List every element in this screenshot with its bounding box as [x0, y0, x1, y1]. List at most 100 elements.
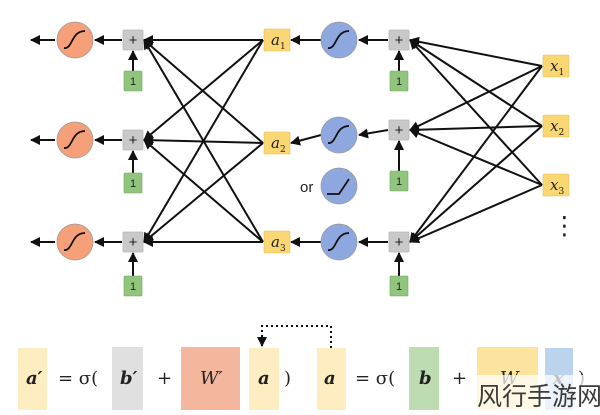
sigmoid-curve-icon [63, 130, 86, 149]
w-prime-symbol: W′ [200, 368, 223, 389]
watermark-text: 风行手游网 [477, 382, 600, 411]
node-label-background [263, 131, 291, 155]
blue-neuron-to-hidden-2 [290, 134, 322, 146]
node-label-background [542, 114, 570, 138]
watermark-background [466, 375, 600, 415]
a-prime-symbol: a′ [26, 368, 43, 389]
input-1-to-right-sum-3 [409, 65, 543, 243]
sum-box-background [388, 29, 410, 51]
blue-sigmoid-neuron-1 [320, 21, 358, 59]
plus-symbol: + [129, 32, 138, 49]
bias-one-label: 1 [396, 76, 402, 88]
hidden-3-to-left-sum-1 [143, 39, 264, 243]
bias-box-background [123, 275, 143, 297]
sum-box-background [388, 119, 410, 141]
input-2-to-right-sum-1 [409, 39, 543, 127]
node-label: x3 [550, 176, 564, 197]
input-3-to-right-sum-3 [409, 184, 543, 244]
w-prime-matrix [181, 347, 240, 410]
plus-symbol: + [129, 234, 138, 251]
left-plus: + [157, 368, 172, 389]
hidden-node-a-2: a2 [263, 131, 291, 155]
node-label: a1 [271, 31, 286, 52]
node-label: x2 [550, 117, 564, 138]
input-node-x-3: x3 [542, 173, 570, 197]
left-bias-node-2: 1 [123, 172, 143, 194]
a-prime-vector [18, 348, 47, 410]
b-symbol: b [419, 368, 432, 389]
left-close-paren: ) [284, 368, 291, 389]
neuron-circle [320, 21, 358, 59]
bias-box-background [123, 70, 143, 92]
sum-box-background [122, 29, 144, 51]
neuron-circle [320, 167, 358, 205]
node-label: x1 [550, 57, 564, 78]
neuron-circle [56, 21, 94, 59]
right-bias-node-1: 1 [389, 70, 409, 92]
left-bias-node-3: 1 [123, 275, 143, 297]
input-ellipsis: ⋮ [552, 211, 577, 240]
plus-symbol: + [129, 132, 138, 149]
sigmoid-curve-icon [63, 30, 86, 49]
sum-box-background [122, 231, 144, 253]
neuron-circle [56, 121, 94, 159]
blue-sigmoid-neuron-3 [320, 223, 358, 261]
sigmoid-curve-icon [327, 30, 350, 49]
or-label: or [300, 179, 313, 196]
relu-curve-icon [327, 178, 350, 195]
bias-box-background [123, 172, 143, 194]
node-label-background [263, 230, 291, 254]
right-bias-node-3: 1 [389, 275, 409, 297]
neuron-circle [320, 223, 358, 261]
node-label: a3 [271, 233, 286, 254]
connections [30, 35, 543, 286]
bias-one-label: 1 [130, 281, 136, 293]
hidden-node-a-1: a1 [263, 28, 291, 52]
neuron-circle [320, 116, 358, 154]
input-2-to-right-sum-3 [409, 125, 543, 243]
sum-box-background [388, 231, 410, 253]
right-sum-node-3: + [388, 231, 410, 253]
sigmoid-curve-icon [327, 232, 350, 251]
hidden-2-to-left-sum-1 [143, 39, 264, 144]
right-plus: + [452, 368, 467, 389]
orange-sigmoid-neuron-2 [56, 121, 94, 159]
input-node-x-2: x2 [542, 114, 570, 138]
bias-one-label: 1 [396, 281, 402, 293]
input-2-to-right-sum-2 [409, 124, 543, 135]
sigmoid-curve-icon [63, 232, 86, 251]
input-node-x-1: x1 [542, 54, 570, 78]
plus-symbol: + [395, 234, 404, 251]
right-sum-node-1: + [388, 29, 410, 51]
left-bias-node-1: 1 [123, 70, 143, 92]
left-equals-sigma: = σ( [58, 368, 98, 389]
orange-sigmoid-neuron-3 [56, 223, 94, 261]
left-sum-node-3: + [122, 231, 144, 253]
input-1-to-right-sum-2 [409, 65, 543, 131]
right-equals-sigma: = σ( [355, 368, 395, 389]
left-sum-node-1: + [122, 29, 144, 51]
node-label-background [542, 54, 570, 78]
input-3-to-right-sum-2 [409, 128, 543, 186]
right-sum-node-2: + [388, 119, 410, 141]
input-1-to-right-sum-1 [409, 36, 543, 67]
b-prime-symbol: b′ [120, 368, 138, 389]
b-prime-vector [112, 347, 143, 410]
sigmoid-curve-icon [327, 125, 350, 144]
hidden-2-to-left-sum-3 [143, 142, 264, 243]
hidden-1-to-left-sum-2 [143, 39, 264, 141]
hidden-node-a-3: a3 [263, 230, 291, 254]
bias-one-label: 1 [130, 178, 136, 190]
right-sum-to-neuron-2 [358, 128, 389, 139]
hidden-3-to-left-sum-2 [143, 139, 264, 243]
bias-box-background [389, 170, 409, 192]
sum-box-background [122, 129, 144, 151]
bias-box-background [389, 70, 409, 92]
right-bias-node-2: 1 [389, 170, 409, 192]
orange-sigmoid-neuron-1 [56, 21, 94, 59]
bias-box-background [389, 275, 409, 297]
plus-symbol: + [395, 32, 404, 49]
blue-sigmoid-neuron-2 [320, 116, 358, 154]
plus-symbol: + [395, 122, 404, 139]
